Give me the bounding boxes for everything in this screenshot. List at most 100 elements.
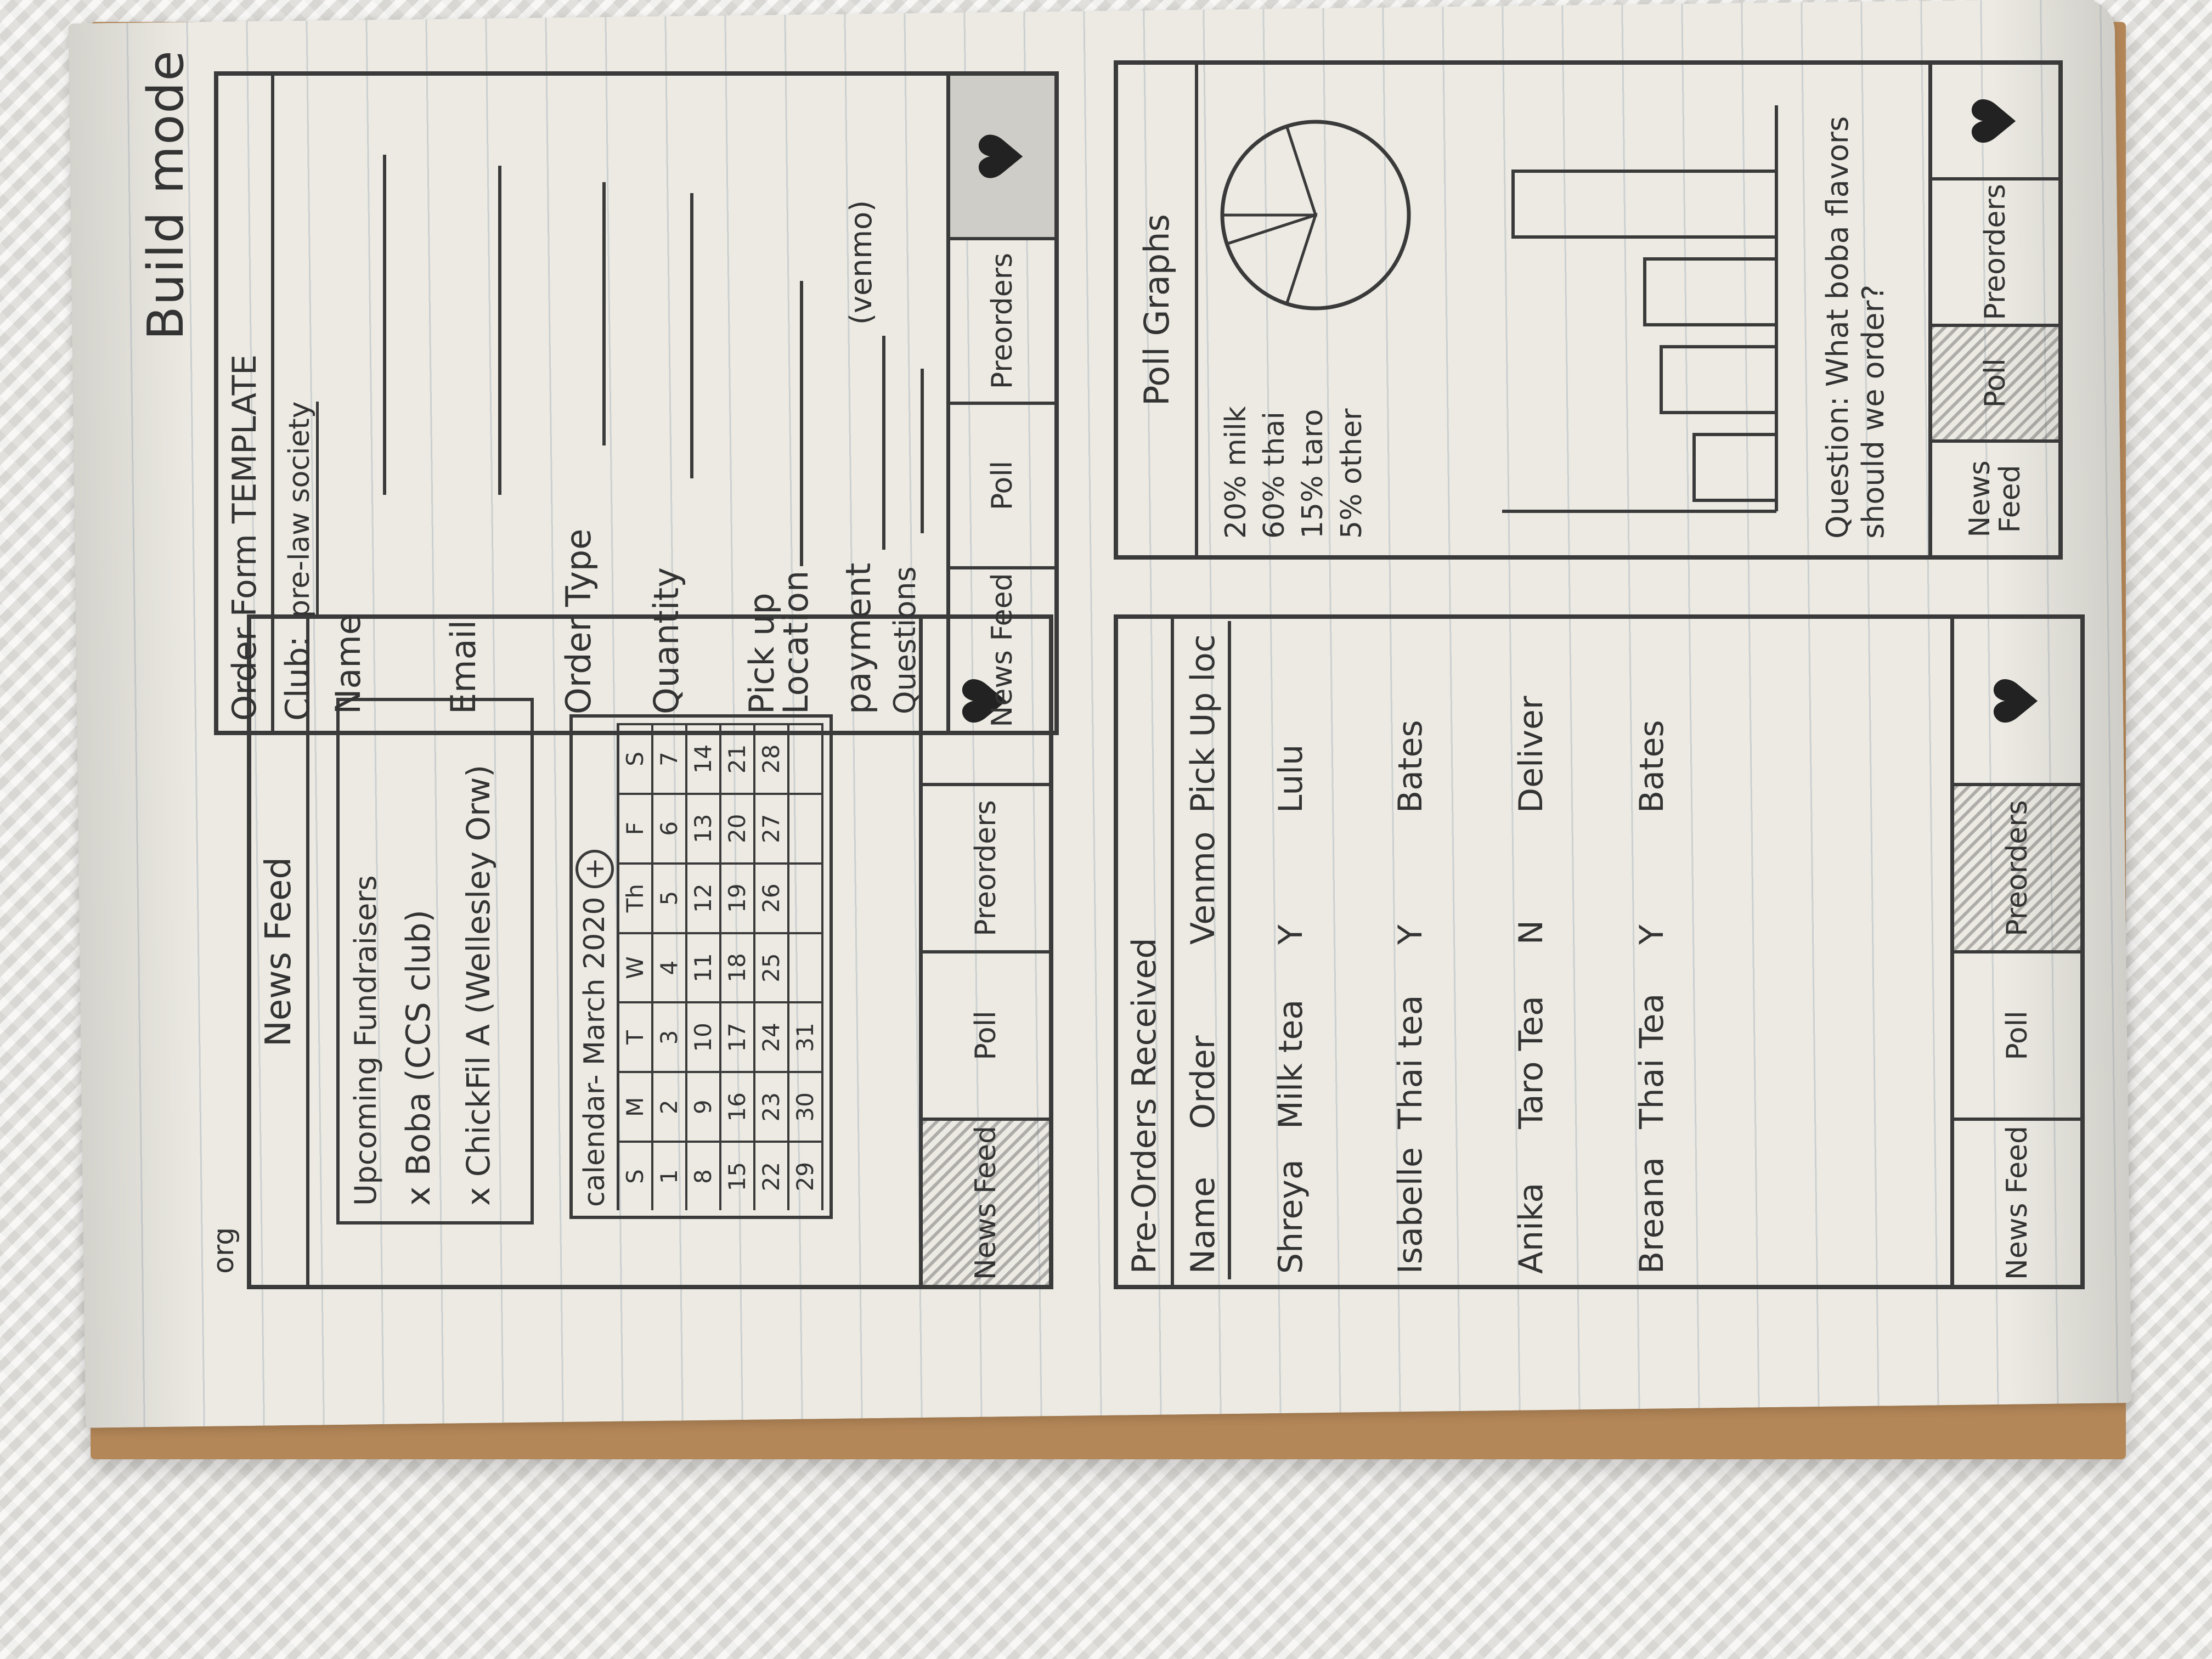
calendar-day[interactable]: 31 [789, 1001, 823, 1071]
field-input-quantity[interactable] [690, 193, 693, 478]
row-order: Thai tea [1391, 995, 1430, 1129]
tab-preorders[interactable]: Preorders [1932, 177, 2058, 324]
column-header-order[interactable]: Order [1184, 1035, 1222, 1129]
tab-poll[interactable]: Poll [923, 950, 1049, 1118]
calendar-add-button[interactable]: + [575, 849, 614, 888]
calendar-day[interactable]: 18 [721, 932, 755, 1002]
tab-bar: News Feed Poll Preorders ♥ [1950, 619, 2080, 1285]
calendar-day[interactable]: 19 [721, 862, 755, 932]
table-row[interactable]: Shreya Milk tea Y Lulu [1229, 621, 1350, 1279]
tab-bar: News Feed Poll Preorders ♥ [946, 76, 1054, 731]
tab-favorites[interactable]: ♥ [1954, 619, 2080, 783]
calendar-day[interactable]: 9 [687, 1071, 721, 1141]
tab-poll[interactable]: Poll [950, 402, 1054, 566]
tab-favorites[interactable]: ♥ [950, 76, 1054, 237]
poll-question: Question: What boba flavors should we or… [1820, 116, 1891, 539]
calendar-day[interactable]: 4 [653, 932, 687, 1002]
calendar-day[interactable]: 26 [755, 862, 789, 932]
calendar-day[interactable]: 30 [789, 1071, 823, 1141]
payment-suffix: (venmo) [844, 200, 878, 325]
pie-slice-thai [1285, 120, 1410, 310]
field-input-questions[interactable] [921, 369, 924, 533]
row-name: Breana [1633, 1157, 1671, 1274]
field-input-name[interactable] [383, 155, 386, 495]
bar [1643, 257, 1778, 326]
page-title: Build mode [137, 49, 195, 340]
calendar-day[interactable]: 25 [755, 932, 789, 1002]
table-row[interactable]: Breana Thai Tea Y Bates [1592, 621, 1712, 1279]
calendar-day[interactable]: 23 [755, 1071, 789, 1141]
calendar-day[interactable]: 27 [755, 792, 789, 862]
row-pickup: Bates [1391, 720, 1430, 813]
club-row: Club: pre-law society [279, 401, 319, 721]
tab-favorites[interactable]: ♥ [1932, 65, 2058, 177]
column-header-venmo[interactable]: Venmo [1184, 831, 1222, 945]
calendar-day[interactable]: 2 [653, 1071, 687, 1141]
bar [1511, 170, 1778, 239]
news-feed-header-title: News Feed [258, 857, 299, 1047]
tab-news-feed[interactable]: News Feed [1932, 439, 2058, 555]
preorders-table: Name Order Venmo Pick Up loc Shreya Milk… [1178, 621, 1712, 1279]
row-venmo: Y [1391, 924, 1430, 945]
fundraiser-item-boba[interactable]: x Boba (CCS club) [399, 910, 438, 1206]
club-value: pre-law society [283, 401, 319, 618]
tab-poll[interactable]: Poll [1932, 323, 2058, 439]
legend-item-milk: 20% milk [1220, 406, 1252, 539]
calendar-day[interactable]: 29 [789, 1141, 823, 1210]
column-header-name[interactable]: Name [1184, 1176, 1222, 1274]
calendar-day[interactable]: 1 [653, 1141, 687, 1210]
table-row[interactable]: Anika Taro Tea N Deliver [1471, 621, 1592, 1279]
preorders-header: Pre-Orders Received [1118, 619, 1174, 1285]
row-venmo: Y [1633, 924, 1671, 945]
tab-preorders[interactable]: Preorders [1954, 783, 2080, 950]
calendar-day[interactable]: 3 [653, 1001, 687, 1071]
heart-icon: ♥ [1960, 94, 2030, 148]
calendar-day[interactable]: 12 [687, 862, 721, 932]
calendar-day[interactable]: 6 [653, 792, 687, 862]
tab-preorders[interactable]: Preorders [923, 783, 1049, 950]
heart-icon: ♥ [1982, 674, 2052, 728]
poll-title: Poll Graphs [1136, 214, 1177, 406]
calendar-day[interactable]: 11 [687, 932, 721, 1002]
field-input-pickup-location[interactable] [800, 281, 803, 566]
fundraisers-card: Upcoming Fundraisers x Boba (CCS club) x… [336, 698, 534, 1224]
legend-item-other: 5% other [1335, 408, 1368, 539]
calendar-day[interactable]: 16 [721, 1071, 755, 1141]
field-input-payment[interactable] [882, 336, 885, 550]
row-name: Anika [1512, 1182, 1550, 1274]
table-row[interactable]: Isabelle Thai tea Y Bates [1350, 621, 1471, 1279]
calendar-day[interactable]: 24 [755, 1001, 789, 1071]
calendar-day[interactable]: 22 [755, 1141, 789, 1210]
calendar-day[interactable]: 20 [721, 792, 755, 862]
calendar-day[interactable]: 8 [687, 1141, 721, 1210]
poll-bar-chart [1502, 105, 1778, 513]
row-venmo: N [1512, 920, 1550, 945]
field-label-quantity: Quantity [646, 567, 686, 714]
tab-preorders[interactable]: Preorders [950, 237, 1054, 402]
preorders-screen: Pre-Orders Received Name Order Venmo Pic… [1114, 614, 2085, 1289]
tab-news-feed[interactable]: News Feed [923, 1118, 1049, 1285]
field-input-email[interactable] [498, 166, 501, 495]
calendar-day[interactable]: 10 [687, 1001, 721, 1071]
calendar-day[interactable]: 15 [721, 1141, 755, 1210]
club-label: Club: [279, 636, 317, 721]
tab-news-feed[interactable]: News Feed [950, 566, 1054, 731]
calendar-day[interactable]: 5 [653, 862, 687, 932]
tab-news-feed[interactable]: News Feed [1954, 1118, 2080, 1285]
calendar-day[interactable]: 13 [687, 792, 721, 862]
tab-bar: News Feed Poll Preorders ♥ [1928, 65, 2058, 555]
tab-poll[interactable]: Poll [1954, 950, 2080, 1118]
field-label-pickup-location: Pick up Location [742, 570, 816, 714]
legend-item-taro: 15% taro [1296, 409, 1330, 539]
calendar-day[interactable]: 17 [721, 1001, 755, 1071]
calendar-weekday: S [619, 1141, 653, 1210]
row-name: Shreya [1271, 1159, 1310, 1274]
fundraiser-item-chickfila[interactable]: x ChickFil A (Wellesley Orw) [460, 764, 497, 1206]
poll-pie-chart [1220, 120, 1411, 311]
column-header-pickup[interactable]: Pick Up loc [1184, 634, 1222, 813]
row-name: Isabelle [1391, 1147, 1430, 1274]
field-input-order-type[interactable] [602, 182, 606, 445]
pie-slice-other [1221, 213, 1316, 246]
